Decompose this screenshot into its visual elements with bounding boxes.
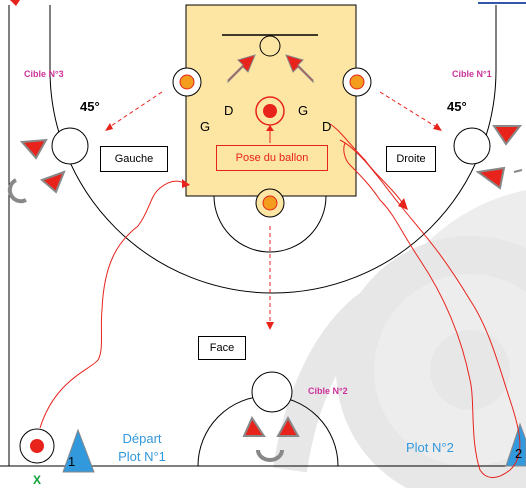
g-left-label: G <box>200 119 211 134</box>
orange-target-left <box>172 67 202 97</box>
player-triangle-left-1 <box>19 138 48 160</box>
depart-label: Départ <box>122 431 162 446</box>
orange-target-bottom <box>255 188 285 218</box>
top-red-mark <box>10 0 20 6</box>
plot1-label: Plot N°1 <box>118 449 166 464</box>
circle-left-wing <box>51 127 89 165</box>
droite-box: Droite <box>386 146 436 172</box>
player-triangle-right-1 <box>492 125 523 146</box>
angle-left-label: 45° <box>80 99 100 114</box>
angle-right-label: 45° <box>447 99 467 114</box>
circle-right-wing <box>453 127 491 165</box>
cible-1-label: Cible N°1 <box>452 69 492 79</box>
cible-2-label: Cible N°2 <box>308 386 348 396</box>
dribble-path-left-head <box>182 179 190 188</box>
orange-target-right <box>342 67 372 97</box>
player-triangle-face-2 <box>276 415 300 437</box>
dribble-path-right <box>329 123 406 207</box>
hoop <box>259 35 281 57</box>
pose-arrow-head <box>266 125 274 131</box>
start-ball <box>19 428 55 464</box>
cible-3-label: Cible N°3 <box>24 69 64 79</box>
dashed-arrow-to-right <box>379 91 439 129</box>
shot-arrow-left <box>227 54 256 84</box>
shot-arrow-right <box>285 54 314 84</box>
dashed-arrow-to-left <box>107 91 163 129</box>
pose-ballon-box: Pose du ballon <box>216 145 328 171</box>
cone-1-number: 1 <box>68 454 76 469</box>
chair-face <box>256 449 284 462</box>
chair-left <box>7 178 27 204</box>
gauche-box: Gauche <box>100 146 168 172</box>
plot2-label: Plot N°2 <box>406 440 454 455</box>
dribble-path-left <box>39 180 185 429</box>
chair-right <box>513 169 523 173</box>
player-triangle-left-2 <box>40 170 66 194</box>
return-path <box>339 139 521 478</box>
x-mark: X <box>33 473 42 487</box>
watermark-logo <box>273 190 526 488</box>
dribble-path-right-head <box>398 198 408 210</box>
player-triangle-face-1 <box>242 415 266 437</box>
circle-face <box>251 371 293 413</box>
dashed-arrow-face-head <box>266 322 274 330</box>
g-right-label: G <box>298 103 309 118</box>
dashed-arrow-right-head <box>433 123 442 131</box>
cone-icon-2 <box>505 422 526 467</box>
d-left-label: D <box>224 103 234 118</box>
cone-2-number: 2 <box>515 446 523 461</box>
face-box: Face <box>198 336 246 360</box>
d-right-label: D <box>322 119 332 134</box>
cone-icon-1 <box>62 428 95 473</box>
ball-target-center <box>255 96 285 126</box>
player-triangle-right-2 <box>475 166 506 190</box>
dashed-arrow-left-head <box>105 123 113 131</box>
